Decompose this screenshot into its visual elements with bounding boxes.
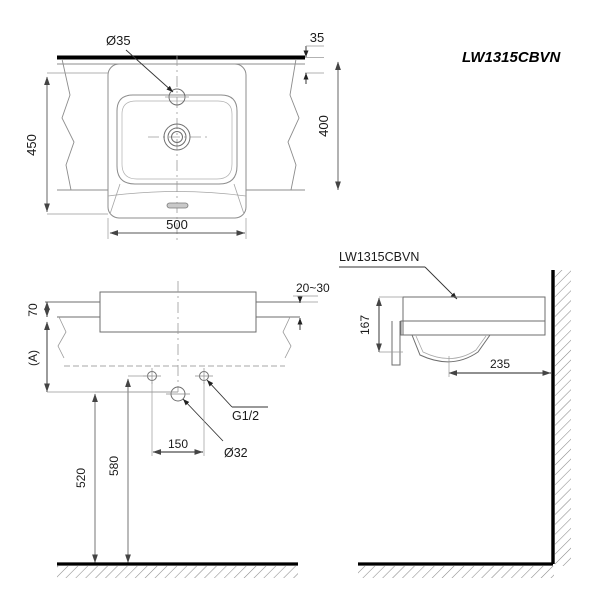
break-line-right xyxy=(287,58,300,191)
dim-150-label: 150 xyxy=(168,437,188,451)
section-break-line-left xyxy=(57,316,67,359)
dim-167-label: 167 xyxy=(358,315,372,335)
dim-580-label: 580 xyxy=(107,456,121,476)
section-break-line-right xyxy=(282,316,292,359)
dim-450-label: 450 xyxy=(24,134,39,156)
tap-hole-diameter-label: Ø35 xyxy=(106,33,131,48)
side-label-leader xyxy=(424,266,458,300)
tap-hole-leader-line xyxy=(125,49,174,93)
side-counter-slab xyxy=(400,320,546,336)
front-section-group: G1/2 Ø32 70 (A) 20~30 150 580 520 xyxy=(26,281,330,578)
basin-bowl-inner-contour xyxy=(121,100,233,180)
side-wall-hatch xyxy=(555,270,571,566)
dim-400-label: 400 xyxy=(316,115,331,137)
drain-diam-leader-line xyxy=(182,398,224,442)
side-bowl-profile-inner xyxy=(415,335,487,359)
dim-35-label: 35 xyxy=(310,30,324,45)
side-basin-apron xyxy=(391,297,404,366)
drawing-title: LW1315CBVN xyxy=(462,49,562,66)
drain-inner-circle xyxy=(171,131,183,143)
drain-outer-circle xyxy=(163,123,191,151)
break-line-left xyxy=(61,58,75,191)
g12-leader-line xyxy=(206,379,233,408)
bowl-corner-line-right xyxy=(233,183,245,215)
bowl-corner-line-left xyxy=(109,183,121,215)
g12-label: G1/2 xyxy=(232,409,259,423)
basin-bowl-outline xyxy=(116,94,238,185)
side-view-group: LW1315CBVN 167 235 xyxy=(339,250,571,578)
bowl-front-sweep xyxy=(107,191,247,197)
drain-mid-circle xyxy=(167,127,187,147)
floor-hatch-left-view xyxy=(57,566,298,578)
drain-diameter-label: Ø32 xyxy=(224,446,248,460)
dim-500-label: 500 xyxy=(166,217,188,232)
side-bowl-profile xyxy=(411,334,491,363)
overflow-slot xyxy=(166,202,189,209)
dim-2030-label: 20~30 xyxy=(296,281,330,295)
dim-235-label: 235 xyxy=(490,357,510,371)
side-basin-upper-body xyxy=(402,296,546,322)
side-view-model-label: LW1315CBVN xyxy=(339,250,419,264)
dim-520-label: 520 xyxy=(74,468,88,488)
plan-view-group: Ø35 450 500 35 400 xyxy=(24,30,341,240)
floor-hatch-side-view xyxy=(358,566,554,578)
dim-A-label: (A) xyxy=(26,350,40,366)
dim-70-label: 70 xyxy=(26,303,40,317)
